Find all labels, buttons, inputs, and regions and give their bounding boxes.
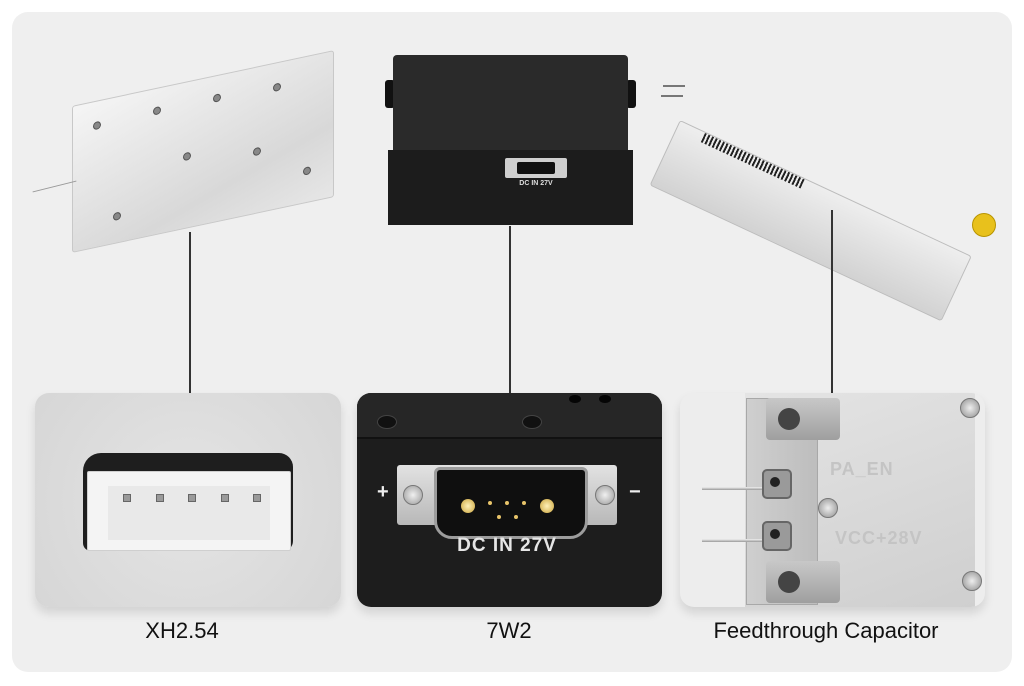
minus-sign: − xyxy=(629,481,641,503)
screw-icon xyxy=(960,398,980,418)
screw-icon xyxy=(273,82,281,93)
connector-line xyxy=(189,232,191,393)
connector-line xyxy=(509,226,511,393)
screw-icon xyxy=(153,105,161,116)
signal-pin-icon xyxy=(497,515,501,519)
connector-line xyxy=(831,210,833,393)
screw-icon xyxy=(303,166,311,176)
caption-7w2: 7W2 xyxy=(486,618,532,643)
lead-wire xyxy=(702,487,770,490)
box-top xyxy=(393,55,628,150)
plus-sign: + xyxy=(377,481,389,503)
product-image-long-amplifier xyxy=(649,65,1010,322)
detail-card-feedthrough: PA_EN VCC+28V xyxy=(680,393,985,607)
pin-icon xyxy=(123,494,131,502)
screw-icon xyxy=(818,498,838,518)
detail-card-7w2: + − DC IN 27V xyxy=(357,393,662,607)
signal-pin-icon xyxy=(514,515,518,519)
screw-icon xyxy=(962,571,982,591)
caption-xh254: XH2.54 xyxy=(145,618,219,643)
lead-wire xyxy=(702,539,770,542)
screw-icon xyxy=(113,211,121,222)
screw-icon xyxy=(253,146,261,157)
d-sub-shell xyxy=(434,467,588,539)
mounting-tab xyxy=(766,398,840,440)
module-housing xyxy=(72,50,334,253)
power-pin-icon xyxy=(540,499,554,513)
feedthrough-capacitor-icon xyxy=(762,469,792,499)
vcc-label: VCC+28V xyxy=(835,528,923,548)
signal-pin-icon xyxy=(522,501,526,505)
pin-icon xyxy=(188,494,196,502)
product-dc-label: DC IN 27V xyxy=(519,180,553,187)
detail-card-xh254 xyxy=(35,393,341,607)
product-image-black-box: DC IN 27V xyxy=(383,55,643,233)
signal-pin-icon xyxy=(488,501,492,505)
top-edge xyxy=(357,393,662,439)
pin-icon xyxy=(221,494,229,502)
pin-icon xyxy=(156,494,164,502)
hole-icon xyxy=(569,395,581,403)
mounting-ear xyxy=(385,80,395,108)
sma-connector-cap xyxy=(972,213,996,237)
pin-lead xyxy=(663,85,685,87)
screw-icon xyxy=(93,120,101,131)
screw-icon xyxy=(377,415,397,429)
screw-icon xyxy=(183,151,191,162)
mounting-tab xyxy=(766,561,840,603)
product-image-silver-module xyxy=(32,50,342,253)
pa-en-label: PA_EN xyxy=(830,459,894,479)
power-pin-icon xyxy=(461,499,475,513)
dc-in-label: DC IN 27V xyxy=(457,535,557,556)
screw-icon xyxy=(522,415,542,429)
d-sub-connector-icon xyxy=(505,158,567,178)
screw-icon xyxy=(403,485,423,505)
pin-icon xyxy=(253,494,261,502)
screw-icon xyxy=(595,485,615,505)
xh-connector-icon xyxy=(87,471,291,551)
screw-icon xyxy=(213,93,221,103)
mounting-ear xyxy=(626,80,636,108)
hole-icon xyxy=(599,395,611,403)
feedthrough-capacitor-icon xyxy=(762,521,792,551)
signal-pin-icon xyxy=(505,501,509,505)
caption-feedthrough: Feedthrough Capacitor xyxy=(713,618,939,643)
pin-lead xyxy=(661,95,683,97)
